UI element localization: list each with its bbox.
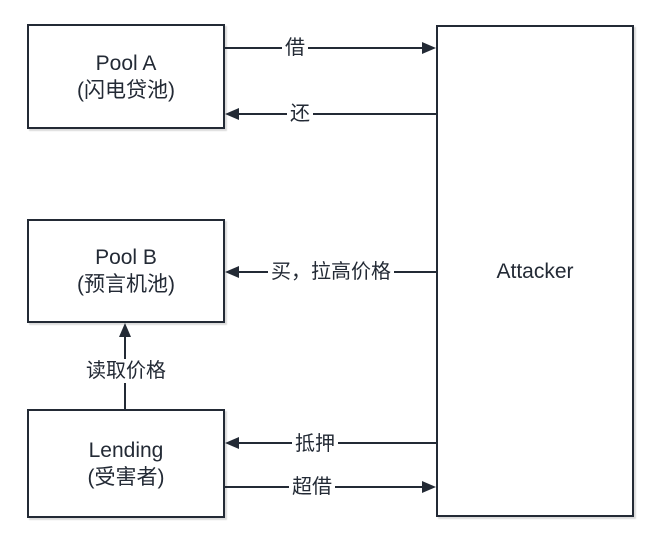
node-pool-b-title: Pool B [95,246,157,269]
edge-borrow-label: 借 [282,36,308,60]
node-pool-a: Pool A (闪电贷池) [27,24,225,129]
node-pool-a-title: Pool A [95,51,157,75]
edge-pump-arrowhead-left-icon [225,266,239,278]
node-pool-b: Pool B (预言机池) [27,219,225,323]
node-attacker: Attacker [436,25,634,517]
edge-repay-line [239,113,437,115]
node-pool-a-subtitle: (闪电贷池) [77,78,175,102]
edge-borrow-line [225,47,423,49]
edge-repay-arrowhead-left-icon [225,108,239,120]
node-attacker-title: Attacker [496,259,574,283]
edge-collateral-line [239,442,437,444]
node-lending: Lending (受害者) [27,409,225,518]
edge-borrow-arrowhead-right-icon [422,42,436,54]
edge-repay-label: 还 [287,102,313,126]
edge-collateral-arrowhead-left-icon [225,437,239,449]
edge-collateral-label: 抵押 [292,432,338,456]
node-pool-b-subtitle: (预言机池) [77,273,175,296]
node-lending-title: Lending [88,438,164,462]
node-lending-subtitle: (受害者) [87,465,165,489]
edge-overborrow-arrowhead-right-icon [422,481,436,493]
edge-read-price-arrowhead-up-icon [119,323,131,337]
edge-pump-label: 买，拉高价格 [268,260,394,284]
edge-overborrow-label: 超借 [289,475,335,499]
edge-read-price-label: 读取价格 [83,359,169,383]
